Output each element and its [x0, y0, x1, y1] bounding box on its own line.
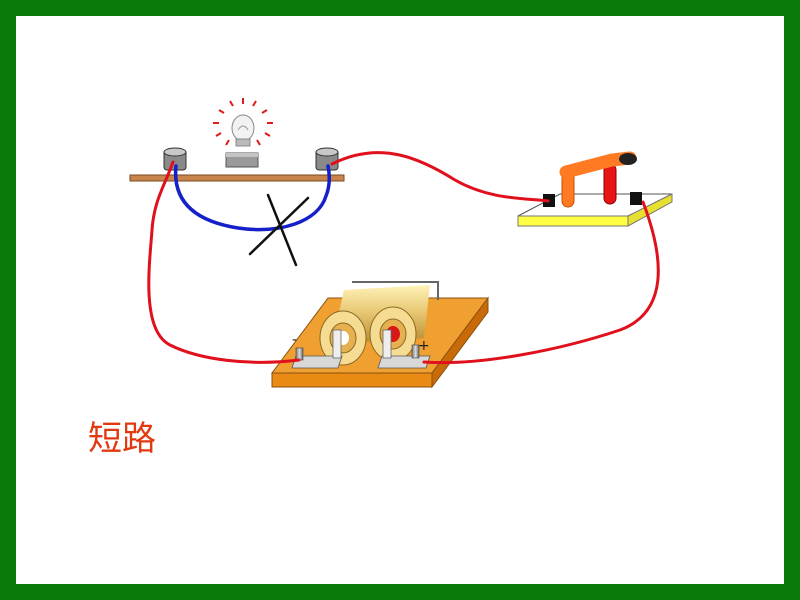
- battery-negative-symbol: -: [292, 332, 297, 348]
- wire-battery-to-lamp: [147, 160, 301, 364]
- lamp-terminal-left: [163, 147, 187, 171]
- cross-mark-icon: [248, 193, 310, 267]
- wire-lamp-to-switch: [330, 151, 550, 203]
- bulb-icon: [213, 98, 273, 168]
- battery-positive-symbol: +: [418, 338, 430, 354]
- caption-title: 短路: [88, 419, 156, 459]
- wire-switch-to-battery: [422, 200, 660, 365]
- battery-box-icon: [271, 281, 489, 389]
- lamp-board: [129, 174, 345, 182]
- knife-switch-icon: [517, 151, 673, 227]
